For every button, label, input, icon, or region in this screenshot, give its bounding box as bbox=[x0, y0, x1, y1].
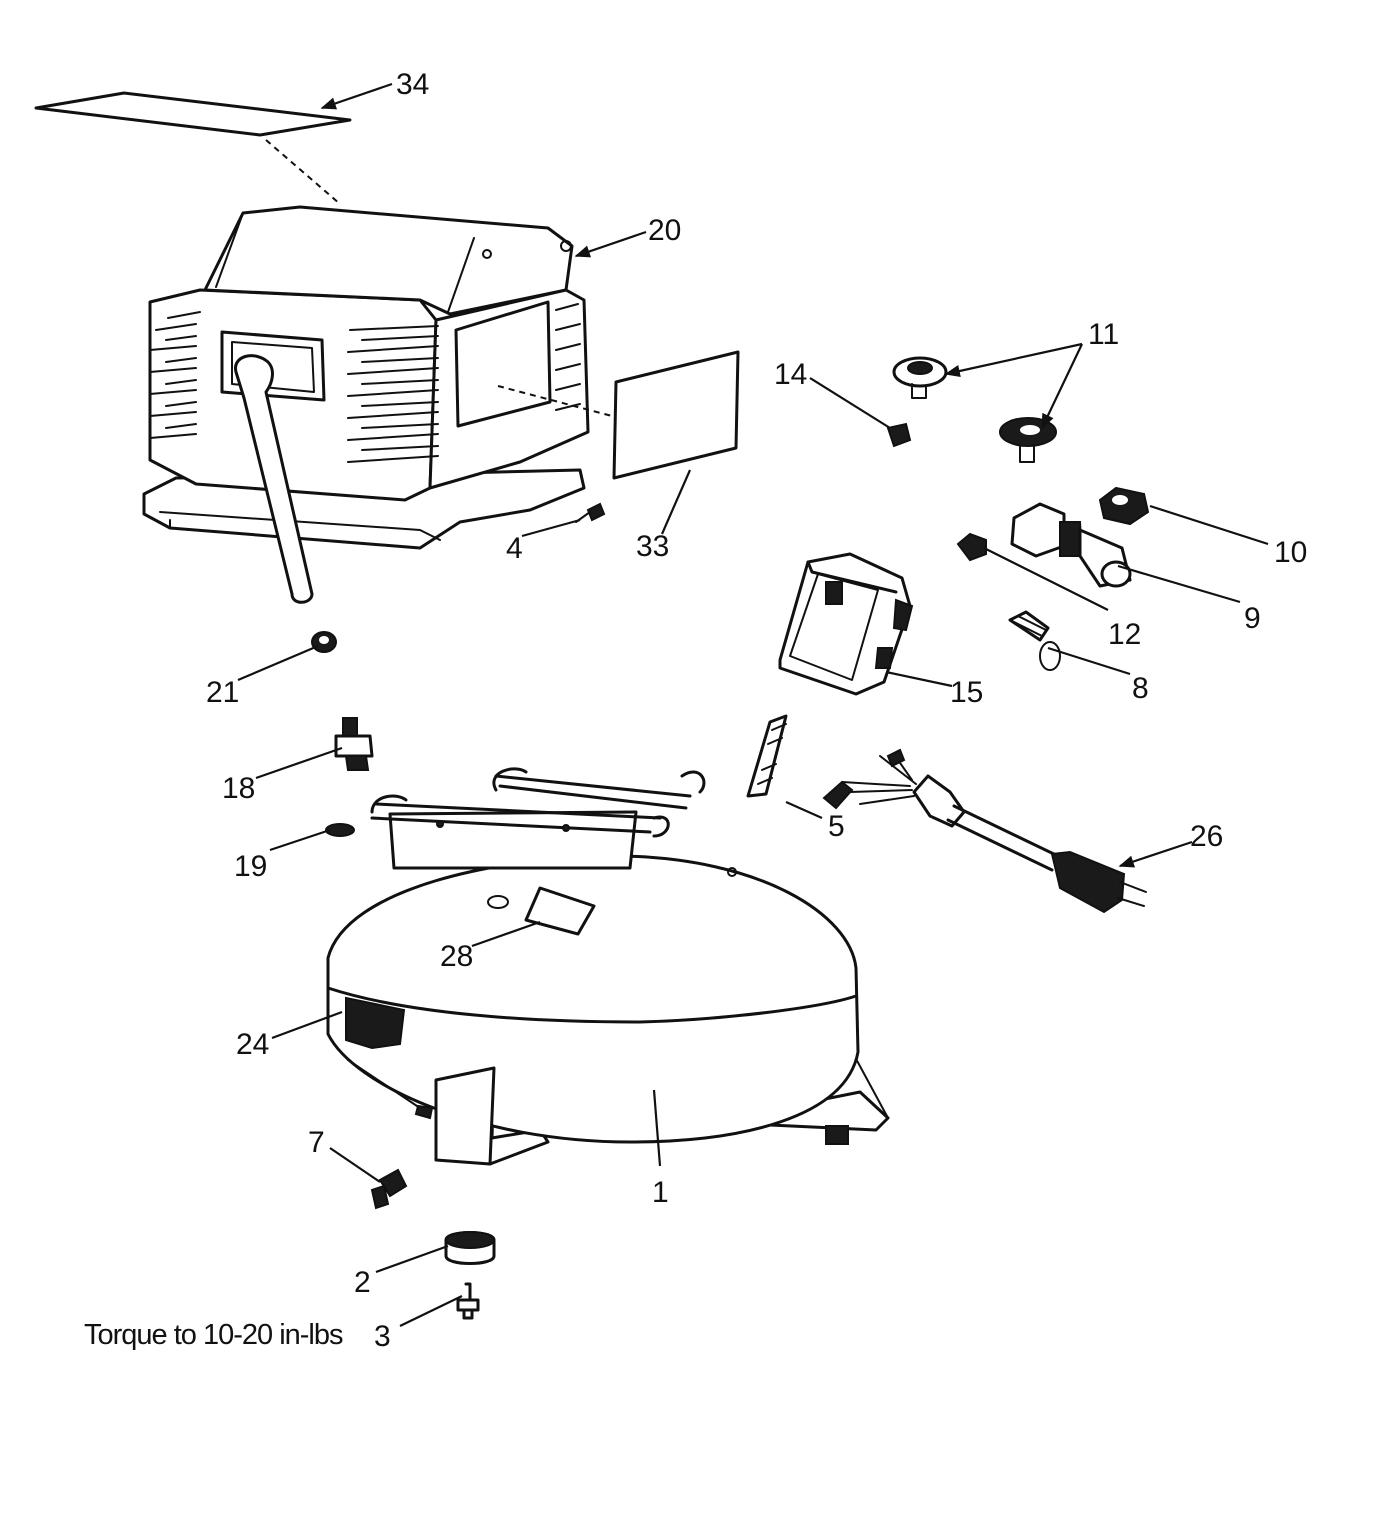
part-20-shroud bbox=[142, 205, 613, 604]
part-34-label bbox=[34, 91, 352, 205]
callout-3: 3 bbox=[374, 1320, 391, 1353]
callout-1: 1 bbox=[652, 1176, 669, 1209]
part-33-label bbox=[612, 350, 740, 480]
callout-28: 28 bbox=[440, 940, 473, 973]
part-5-nipple bbox=[746, 714, 788, 798]
callout-7: 7 bbox=[308, 1126, 325, 1159]
callout-9: 9 bbox=[1244, 602, 1261, 635]
part-21-nut bbox=[311, 631, 337, 653]
part-1-tank bbox=[326, 767, 890, 1166]
part-19-washer bbox=[325, 823, 355, 837]
part-7-drain-valve bbox=[370, 1168, 408, 1210]
callout-26: 26 bbox=[1190, 820, 1223, 853]
part-2-foot bbox=[444, 1231, 496, 1265]
part-11-gauges bbox=[892, 356, 1057, 463]
part-14-fitting bbox=[886, 422, 912, 448]
callout-15: 15 bbox=[950, 676, 983, 709]
callout-10: 10 bbox=[1274, 536, 1307, 569]
callout-14: 14 bbox=[774, 358, 807, 391]
torque-note: Torque to 10-20 in-lbs bbox=[84, 1319, 343, 1351]
part-9-regulator bbox=[1010, 502, 1132, 588]
part-10-fitting bbox=[1098, 486, 1150, 526]
part-26-power-cord bbox=[822, 748, 1147, 914]
callout-5: 5 bbox=[828, 810, 845, 843]
callout-20: 20 bbox=[648, 214, 681, 247]
callout-18: 18 bbox=[222, 772, 255, 805]
callout-4: 4 bbox=[506, 532, 523, 565]
part-18-fitting bbox=[334, 717, 374, 771]
leader-lines bbox=[237, 82, 1269, 1327]
part-8-valve bbox=[1008, 610, 1061, 671]
part-15-pressure-switch bbox=[778, 552, 914, 696]
part-3-bolt bbox=[456, 1282, 480, 1320]
callout-33: 33 bbox=[636, 530, 669, 563]
callout-8: 8 bbox=[1132, 672, 1149, 705]
callout-11: 11 bbox=[1088, 318, 1119, 351]
callout-19: 19 bbox=[234, 850, 267, 883]
callout-24: 24 bbox=[236, 1028, 269, 1061]
callout-34: 34 bbox=[396, 68, 429, 101]
callout-2: 2 bbox=[354, 1266, 371, 1299]
part-12-plug bbox=[956, 532, 987, 562]
callout-21: 21 bbox=[206, 676, 239, 709]
callout-12: 12 bbox=[1108, 618, 1141, 651]
part-4-screw bbox=[575, 502, 606, 523]
callout-labels: 34 20 11 14 10 9 12 8 15 4 33 21 18 19 5… bbox=[84, 68, 1307, 1353]
